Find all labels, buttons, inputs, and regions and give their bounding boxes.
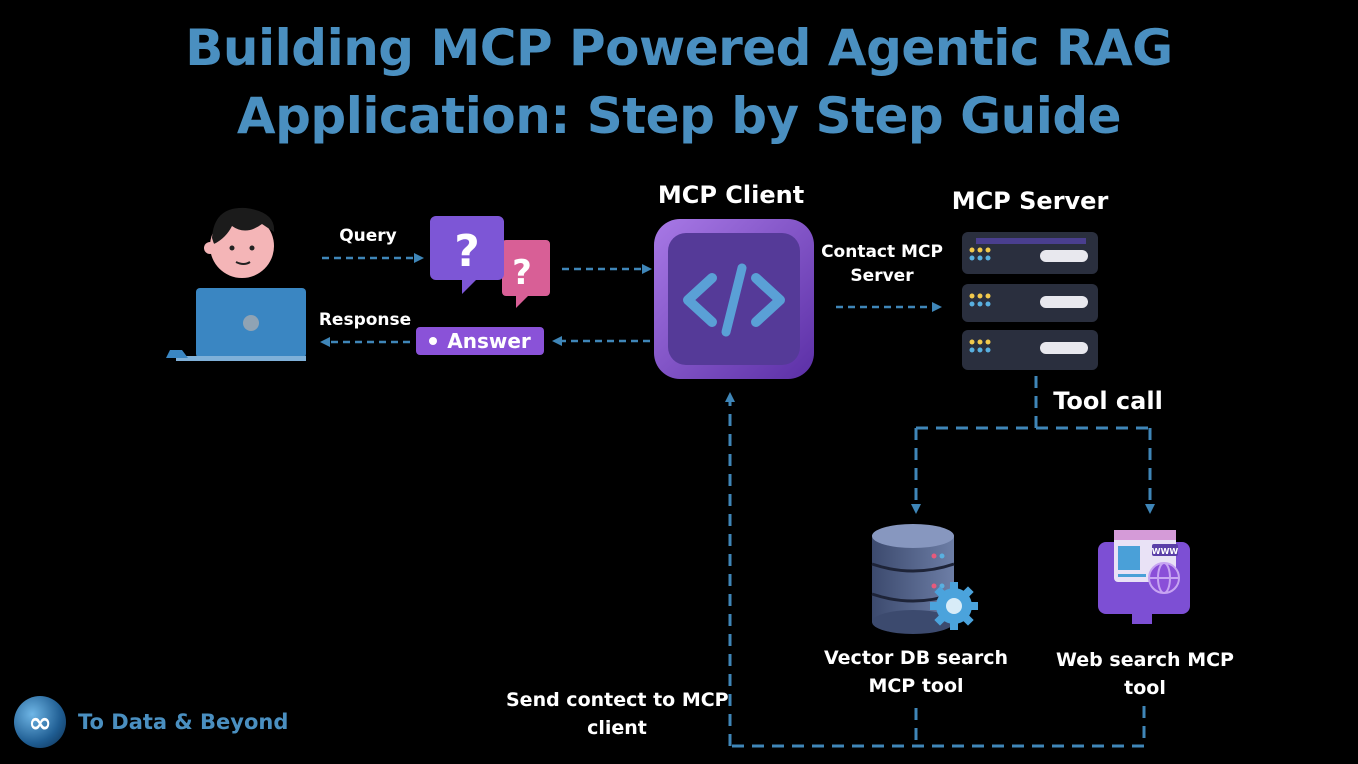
web-browser-icon: WWW (1098, 530, 1190, 624)
tool-call-label: Tool call (1053, 387, 1163, 415)
globe-icon (1148, 562, 1180, 594)
answer-bullet (429, 337, 438, 345)
client-label: MCP Client (657, 181, 805, 209)
gear-icon (930, 582, 978, 630)
infinity-logo-icon: ∞ (14, 696, 66, 748)
vector-db-line-2: MCP tool (868, 675, 964, 697)
tool-arrows (725, 376, 1155, 748)
send-context-line-2: client (587, 717, 647, 739)
code-icon (654, 219, 814, 379)
answer-text: Answer (447, 329, 531, 353)
send-context-line-1: Send contect to MCP (506, 689, 729, 711)
contact-line-2: Server (850, 266, 914, 286)
vector-db-label: Vector DB search MCP tool (822, 644, 1010, 700)
title-line-1: Building MCP Powered Agentic RAG (185, 19, 1173, 77)
web-search-label: Web search MCP tool (1052, 646, 1238, 702)
response-label: Response (318, 310, 412, 330)
user-icon (204, 207, 275, 278)
svg-text:WWW: WWW (1152, 547, 1179, 556)
arrows (320, 253, 942, 347)
web-search-line-2: tool (1124, 677, 1166, 699)
server-rack-icon (962, 232, 1098, 370)
web-search-line-1: Web search MCP (1056, 649, 1234, 671)
svg-text:?: ? (454, 226, 480, 277)
vector-db-line-1: Vector DB search (824, 647, 1008, 669)
brand-name: To Data & Beyond (78, 710, 289, 734)
server-label: MCP Server (951, 187, 1109, 215)
brand: ∞ To Data & Beyond (14, 696, 288, 748)
laptop-icon (166, 288, 306, 361)
send-context-label: Send contect to MCP client (506, 686, 729, 742)
database-icon (871, 524, 955, 634)
title-line-2: Application: Step by Step Guide (236, 87, 1122, 145)
answer-badge: Answer (416, 327, 544, 355)
query-label: Query (339, 226, 397, 246)
svg-text:?: ? (512, 253, 532, 293)
contact-server-label: Contact MCP Server (818, 240, 946, 288)
page-title: Building MCP Powered Agentic RAG Applica… (0, 14, 1358, 150)
question-bubbles-icon: ? ? (430, 216, 550, 308)
contact-line-1: Contact MCP (821, 242, 943, 262)
